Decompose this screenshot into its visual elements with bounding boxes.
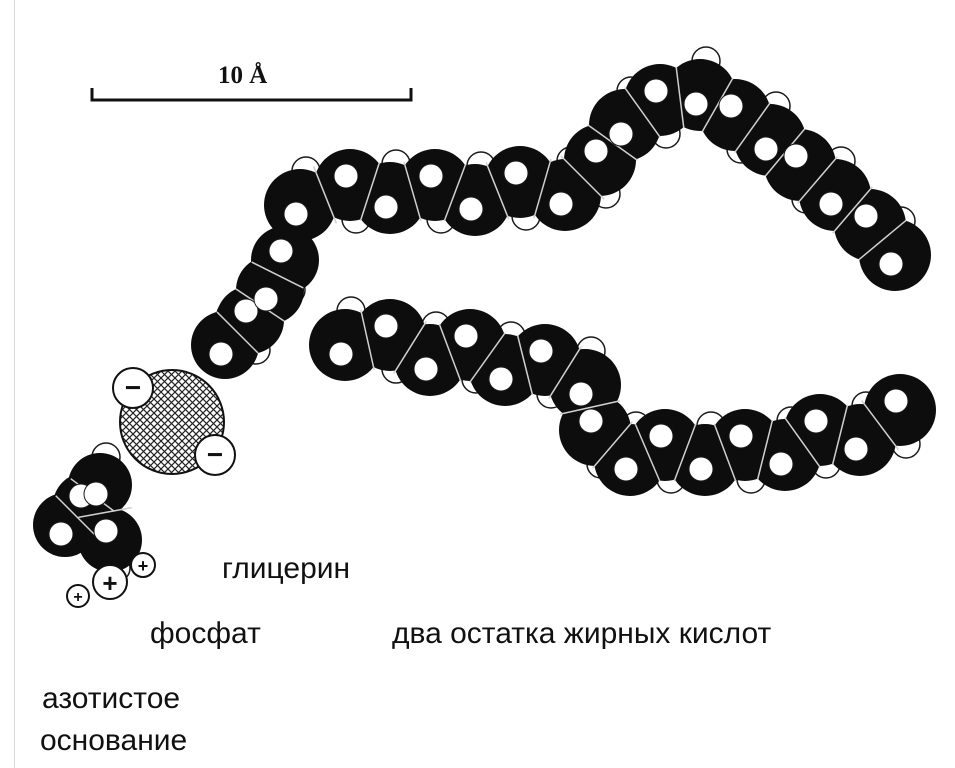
hydrogen-atom <box>884 389 908 413</box>
hydrogen-atom <box>684 92 708 116</box>
glycerol-label: глицерин <box>222 552 350 586</box>
hydrogen-atom <box>329 342 353 366</box>
scale-bar-label: 10 Å <box>218 61 267 89</box>
hydrogen-atom <box>284 202 308 226</box>
negative-charge-sign: − <box>207 439 223 470</box>
hydrogen-atom <box>584 139 608 163</box>
negative-charge-sign: − <box>125 372 141 403</box>
hydrogen-atom <box>769 452 793 476</box>
fatty-acids-label: два остатка жирных кислот <box>392 617 771 651</box>
hydrogen-atom <box>579 409 603 433</box>
hydrogen-atom <box>549 192 573 216</box>
hydrogen-atom <box>879 252 903 276</box>
hydrogen-atom <box>94 519 118 543</box>
hydrogen-atom <box>609 122 633 146</box>
hydrogen-atom <box>854 204 878 228</box>
hydrogen-atom <box>729 424 753 448</box>
hydrogen-atom <box>489 367 513 391</box>
scale-bar-line <box>92 88 411 100</box>
upper-fatty-acid-chain <box>264 47 931 291</box>
hydrogen-atom <box>844 437 868 461</box>
hydrogen-atom <box>719 94 743 118</box>
positive-charge-sign: + <box>138 556 149 576</box>
hydrogen-atom <box>754 137 778 161</box>
hydrogen-atom <box>49 522 73 546</box>
hydrogen-atom <box>529 339 553 363</box>
hydrogen-atom <box>84 482 108 506</box>
phosphate-label: фосфат <box>150 617 261 651</box>
hydrogen-atom <box>569 382 593 406</box>
hydrogen-atom <box>209 342 233 366</box>
hydrogen-atom <box>804 409 828 433</box>
nitrogen-base-group <box>33 443 142 582</box>
nitrogen-base-label-line1: азотистое <box>42 682 180 716</box>
hydrogen-atom <box>414 357 438 381</box>
hydrogen-atom <box>504 161 528 185</box>
hydrogen-atom <box>254 287 278 311</box>
lower-fatty-acid-chain <box>309 297 936 496</box>
hydrogen-atom <box>374 195 398 219</box>
hydrogen-atom <box>689 457 713 481</box>
phosphate-group: − − <box>113 368 235 475</box>
hydrogen-atom <box>819 192 843 216</box>
hydrogen-atom <box>784 144 808 168</box>
hydrogen-atom <box>454 324 478 348</box>
scale-bar: 10 Å <box>92 61 411 100</box>
hydrogen-atom <box>334 164 358 188</box>
hydrogen-atom <box>374 314 398 338</box>
hydrogen-atom <box>614 457 638 481</box>
positive-charge-sign: + <box>73 589 82 606</box>
hydrogen-atom <box>649 424 673 448</box>
hydrogen-atom <box>644 79 668 103</box>
hydrogen-atom <box>459 197 483 221</box>
nitrogen-base-label-line2: основание <box>40 724 187 758</box>
hydrogen-atom <box>419 164 443 188</box>
positive-charge-sign: + <box>102 568 117 598</box>
glycerol-group <box>191 226 319 379</box>
hydrogen-atom <box>269 239 293 263</box>
